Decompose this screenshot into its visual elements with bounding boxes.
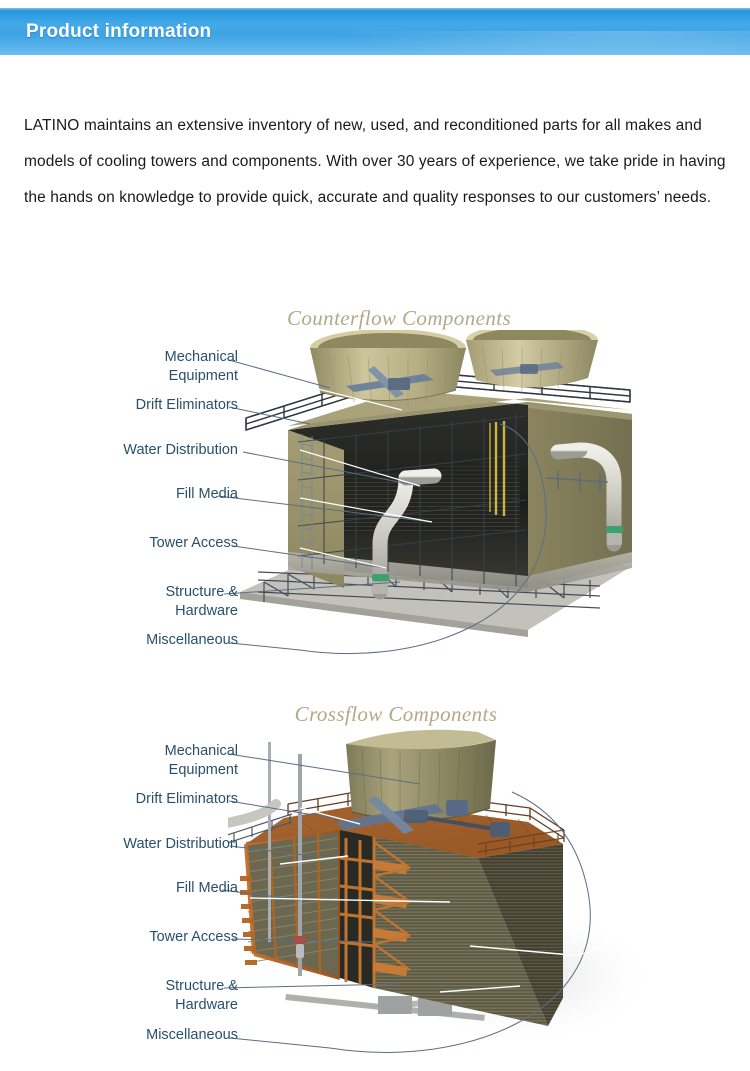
label-mechanical-equipment: Mechanical Equipment (165, 742, 238, 780)
label-water-distribution: Water Distribution (123, 836, 238, 852)
label-line-2: Equipment (168, 368, 238, 384)
label-tower-access: Tower Access (149, 535, 238, 551)
crossflow-leader-lines (221, 753, 616, 1053)
label-fill-media: Fill Media (175, 880, 238, 896)
label-structure-hardware: Structure & Hardware (165, 977, 238, 1015)
label-drift-eliminators: Drift Eliminators (135, 397, 238, 413)
label-line-1: Mechanical (164, 743, 238, 759)
section-counterflow: Counterflow Components (0, 300, 750, 670)
label-line-2: Hardware (175, 997, 238, 1013)
section-title-crossflow: Crossflow Components (294, 702, 498, 726)
label-line-1: Structure & (165, 978, 238, 994)
section-crossflow: Crossflow Components (0, 696, 750, 1071)
label-fill-media: Fill Media (175, 486, 238, 502)
page-title: Product information (26, 20, 212, 42)
intro-paragraph: LATINO maintains an extensive inventory … (24, 117, 726, 206)
label-mechanical-equipment: Mechanical Equipment (165, 348, 238, 386)
label-line-1: Structure & (165, 584, 238, 600)
label-line-1: Mechanical (164, 349, 238, 365)
label-line-2: Equipment (168, 762, 238, 778)
page-header-banner: Product information (0, 8, 750, 55)
counterflow-leader-lines (217, 359, 547, 655)
label-tower-access: Tower Access (149, 929, 238, 945)
label-structure-hardware: Structure & Hardware (165, 583, 238, 621)
header-sheen (330, 31, 750, 55)
label-line-2: Hardware (175, 603, 238, 619)
section-title-counterflow: Counterflow Components (286, 306, 512, 330)
label-water-distribution: Water Distribution (123, 442, 238, 458)
label-drift-eliminators: Drift Eliminators (135, 791, 238, 807)
label-miscellaneous: Miscellaneous (146, 1027, 238, 1043)
label-miscellaneous: Miscellaneous (146, 632, 238, 648)
